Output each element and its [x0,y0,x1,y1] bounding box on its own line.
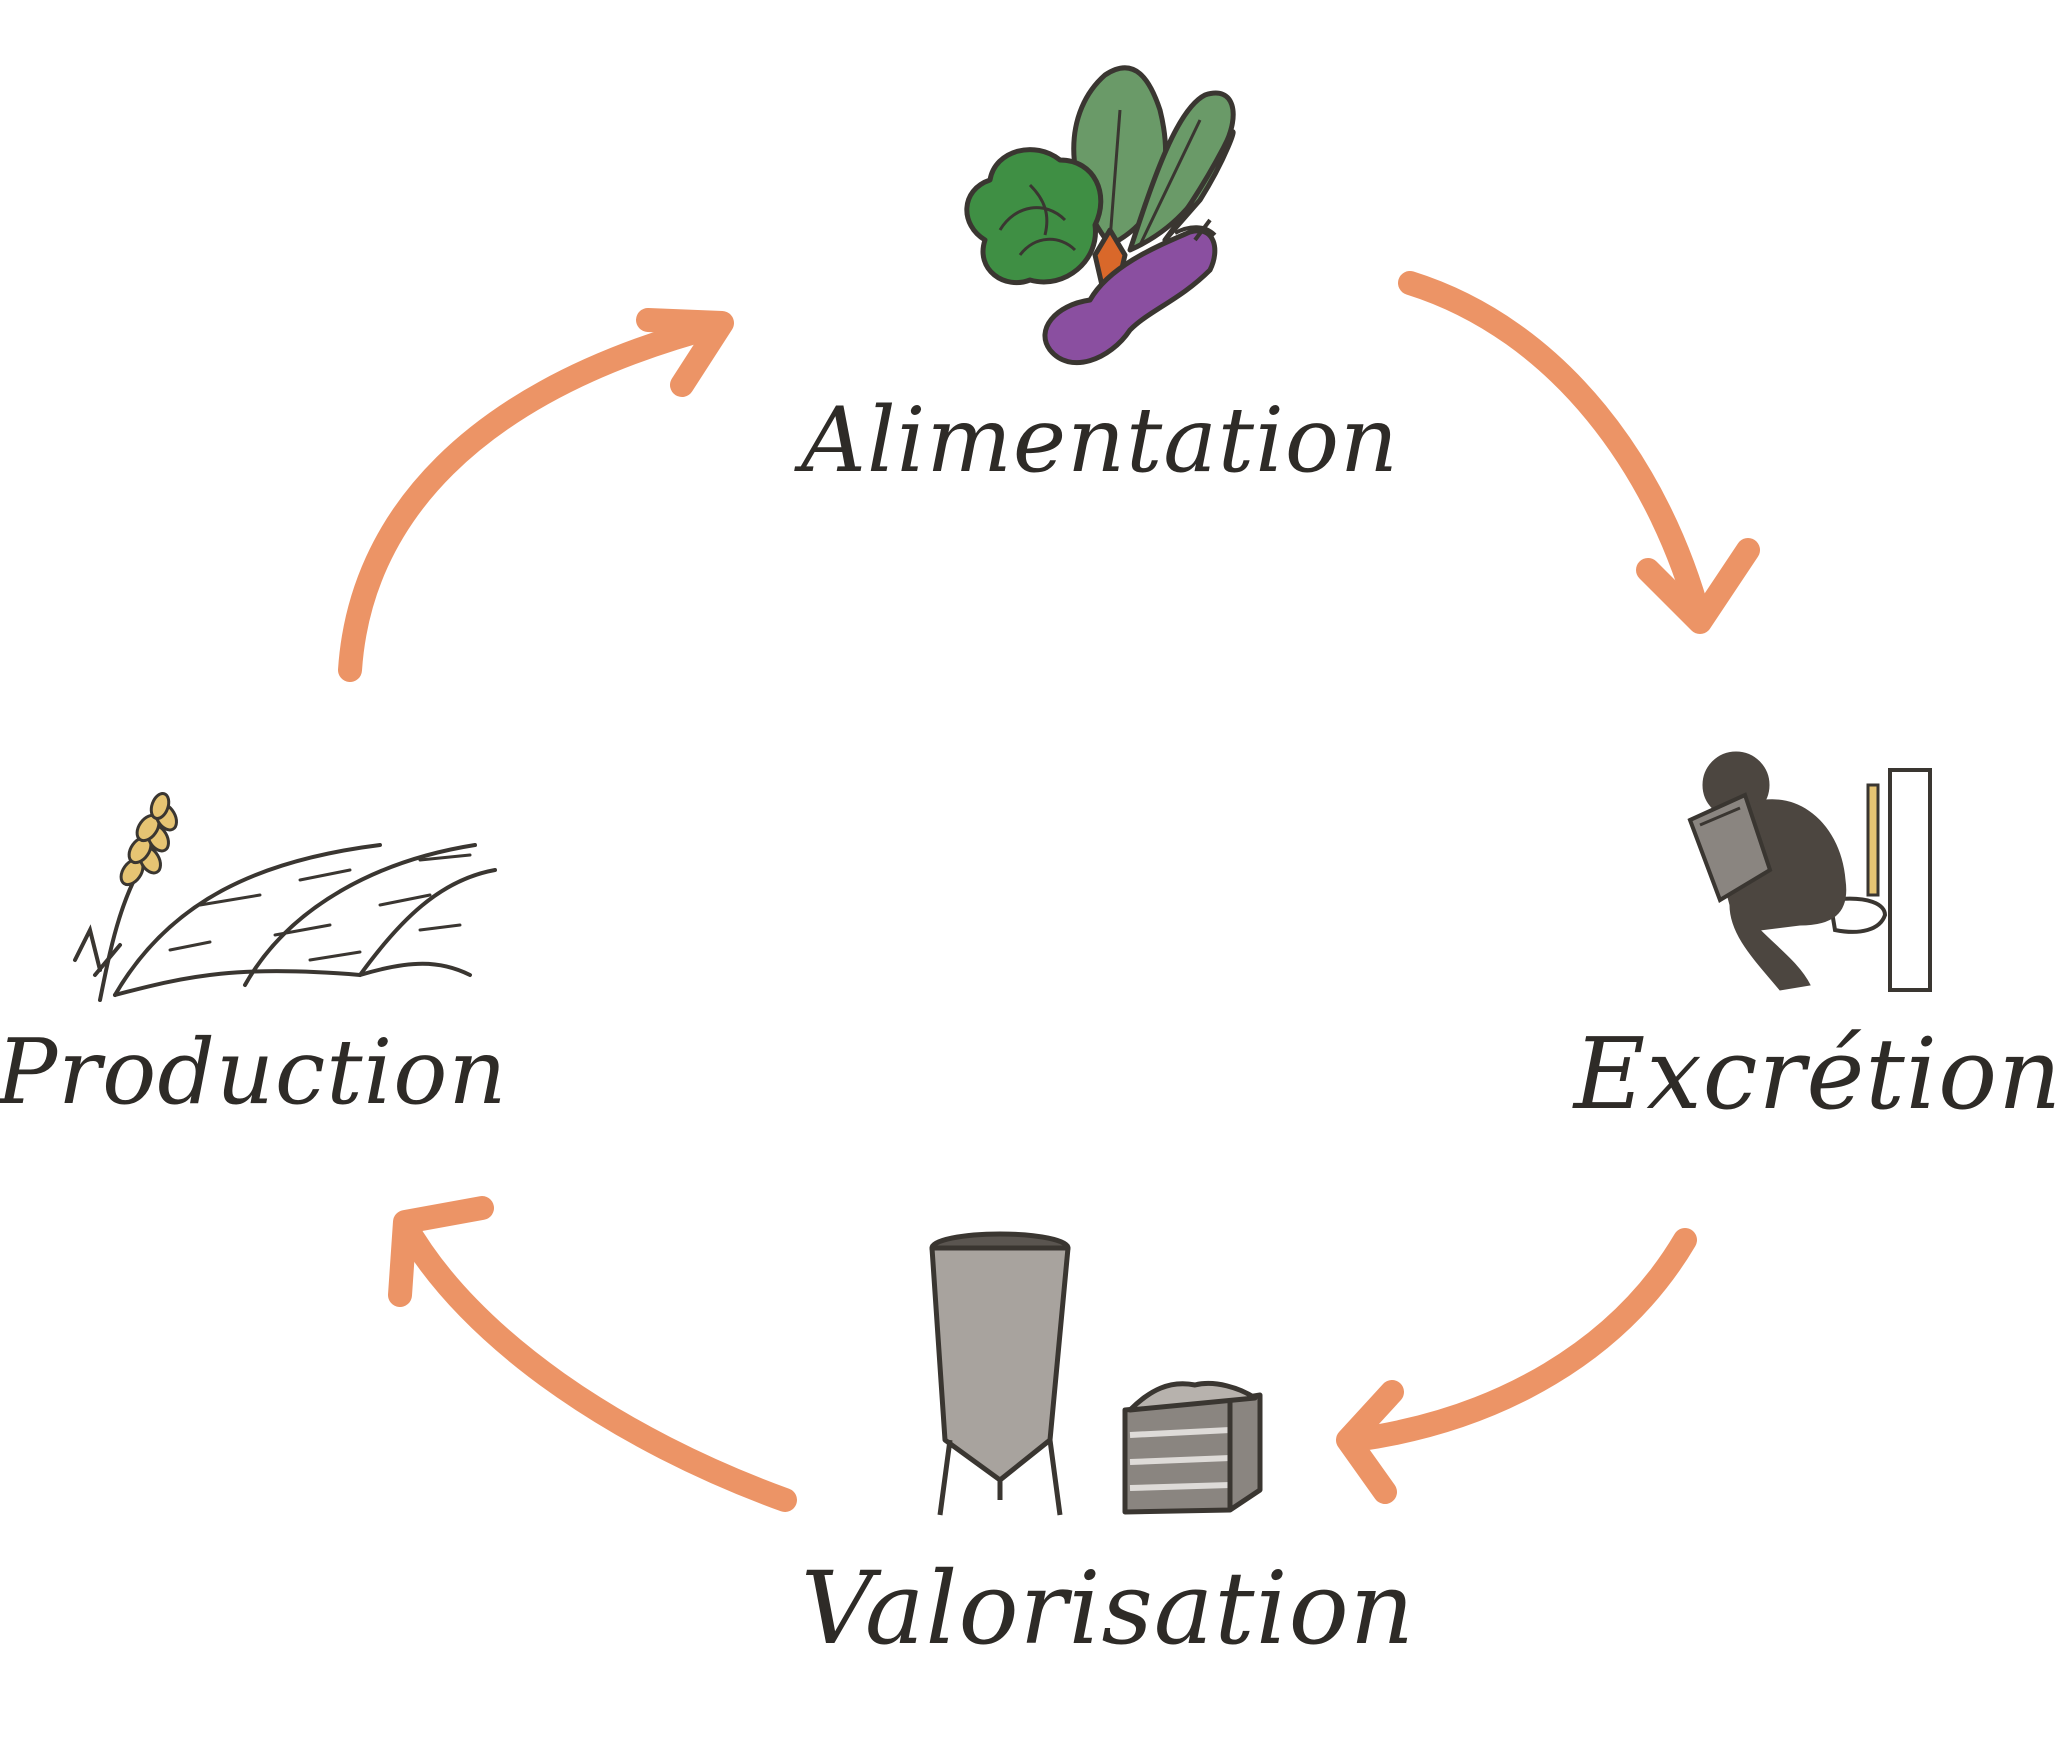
wheat-field-icon [73,791,497,1002]
stage-label-production: Production [0,1020,508,1125]
arrow-valorisation-to-production [388,1196,797,1512]
stage-label-excretion: Excrétion [1573,1018,2061,1132]
person-on-toilet-icon [1687,751,1932,992]
stage-label-alimentation: Alimentation [800,388,1400,493]
vegetables-icon [964,65,1236,366]
silo-and-compost-crate-icon [929,1231,1263,1516]
arrow-alimentation-to-excretion [1398,271,1760,634]
arrow-excretion-to-valorisation [1336,1228,1697,1504]
arrow-production-to-alimentation [338,308,734,682]
stage-label-valorisation: Valorisation [800,1550,1416,1667]
